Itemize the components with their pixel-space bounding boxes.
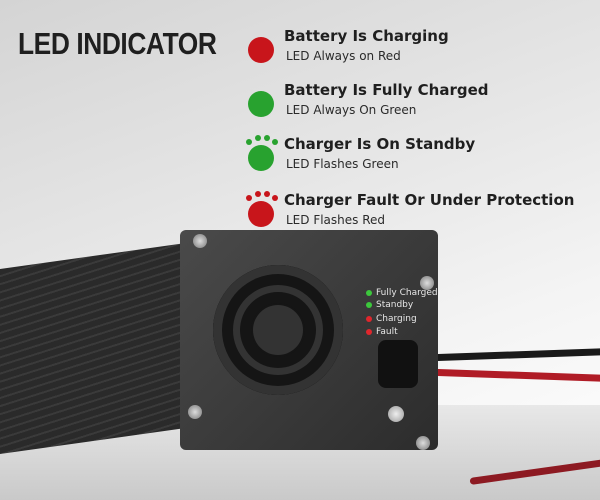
legend-desc: LED Always On Green — [286, 103, 417, 117]
screw-icon — [193, 234, 207, 248]
device-led-charging: Charging — [366, 314, 417, 324]
flashing-red-dot-icon — [245, 191, 278, 201]
screw-icon — [420, 276, 434, 290]
legend-desc: LED Flashes Red — [286, 213, 386, 227]
cable-grommet — [378, 340, 418, 388]
legend-label: Battery Is Charging — [284, 27, 449, 45]
black-cable — [409, 348, 600, 362]
device-led-fault: Fault — [366, 327, 398, 337]
screw-icon — [188, 405, 202, 419]
legend-label: Charger Is On Standby — [284, 135, 476, 153]
red-led-icon — [366, 315, 372, 322]
page-title: LED INDICATOR — [18, 26, 217, 61]
red-dot-icon — [248, 201, 274, 227]
fan-hub — [253, 305, 303, 355]
flashing-green-dot-icon — [245, 135, 278, 145]
screw-icon — [416, 436, 430, 450]
led-label: Fully Charged — [376, 288, 438, 298]
green-dot-icon — [248, 145, 274, 171]
green-led-icon — [366, 289, 372, 296]
red-led-icon — [366, 328, 372, 335]
device-led-fully-charged: Fully Charged — [366, 288, 438, 298]
red-cable — [409, 368, 600, 382]
charger-body — [0, 240, 200, 455]
red-dot-icon — [248, 37, 274, 63]
led-label: Charging — [376, 314, 417, 324]
legend-desc: LED Flashes Green — [286, 157, 399, 171]
indicator-button — [388, 406, 404, 422]
green-dot-icon — [248, 91, 274, 117]
green-led-icon — [366, 301, 372, 308]
led-label: Fault — [376, 327, 398, 337]
led-label: Standby — [376, 300, 414, 310]
legend-label: Charger Fault Or Under Protection — [284, 191, 575, 209]
legend-desc: LED Always on Red — [286, 49, 401, 63]
legend-label: Battery Is Fully Charged — [284, 81, 489, 99]
device-led-standby: Standby — [366, 300, 413, 310]
